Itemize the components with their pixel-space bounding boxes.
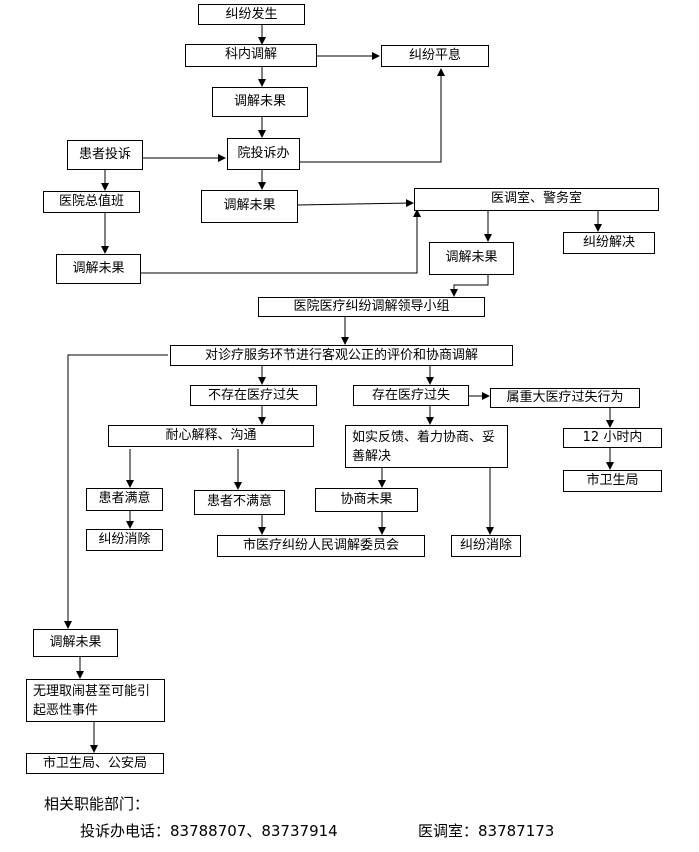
node-dept-mediation: 科内调解 [185, 44, 317, 67]
node-dispute-eliminated-2: 纠纷消除 [451, 535, 521, 557]
node-mediation-unresolved-4: 调解未果 [429, 242, 514, 275]
node-mediation-unresolved-5: 调解未果 [33, 629, 118, 657]
node-patient-unsatisfied: 患者不满意 [194, 490, 285, 515]
node-dispute-occurs: 纠纷发生 [198, 4, 305, 25]
node-fault-exists: 存在医疗过失 [353, 385, 469, 406]
node-dispute-settled: 纠纷平息 [381, 45, 489, 67]
node-medical-security-office: 医调室、警务室 [414, 188, 659, 211]
node-city-mediation-committee: 市医疗纠纷人民调解委员会 [217, 535, 425, 557]
node-mediation-unresolved-3: 调解未果 [56, 254, 141, 284]
node-unreasonable-trouble: 无理取闹甚至可能引起恶性事件 [26, 679, 165, 722]
node-no-fault: 不存在医疗过失 [190, 385, 317, 406]
node-negotiation-failed: 协商未果 [315, 488, 418, 512]
node-leading-group: 医院医疗纠纷调解领导小组 [258, 297, 485, 317]
node-patient-complaint: 患者投诉 [67, 140, 143, 170]
node-city-health-police: 市卫生局、公安局 [26, 753, 164, 774]
node-evaluation: 对诊疗服务环节进行客观公正的评价和协商调解 [170, 345, 513, 366]
node-within-12-hours: 12 小时内 [563, 428, 662, 448]
node-patient-satisfied: 患者满意 [86, 488, 163, 511]
node-major-fault: 属重大医疗过失行为 [490, 388, 640, 408]
node-dispute-resolved: 纠纷解决 [563, 232, 655, 254]
node-honest-feedback: 如实反馈、着力协商、妥善解决 [345, 425, 508, 468]
footer-heading: 相关职能部门： [44, 795, 150, 813]
node-dispute-eliminated-1: 纠纷消除 [86, 529, 163, 551]
node-hospital-duty: 医院总值班 [43, 191, 140, 213]
footer-complaint-phone: 投诉办电话：83788707、83737914 [80, 822, 338, 840]
node-complaint-office: 院投诉办 [227, 138, 300, 170]
node-city-health-bureau: 市卫生局 [563, 470, 662, 492]
node-patient-explain: 耐心解释、沟通 [108, 425, 314, 447]
footer-med-office-phone: 医调室：83787173 [418, 822, 555, 840]
node-mediation-unresolved-2: 调解未果 [201, 190, 298, 223]
node-mediation-unresolved-1: 调解未果 [212, 87, 308, 117]
